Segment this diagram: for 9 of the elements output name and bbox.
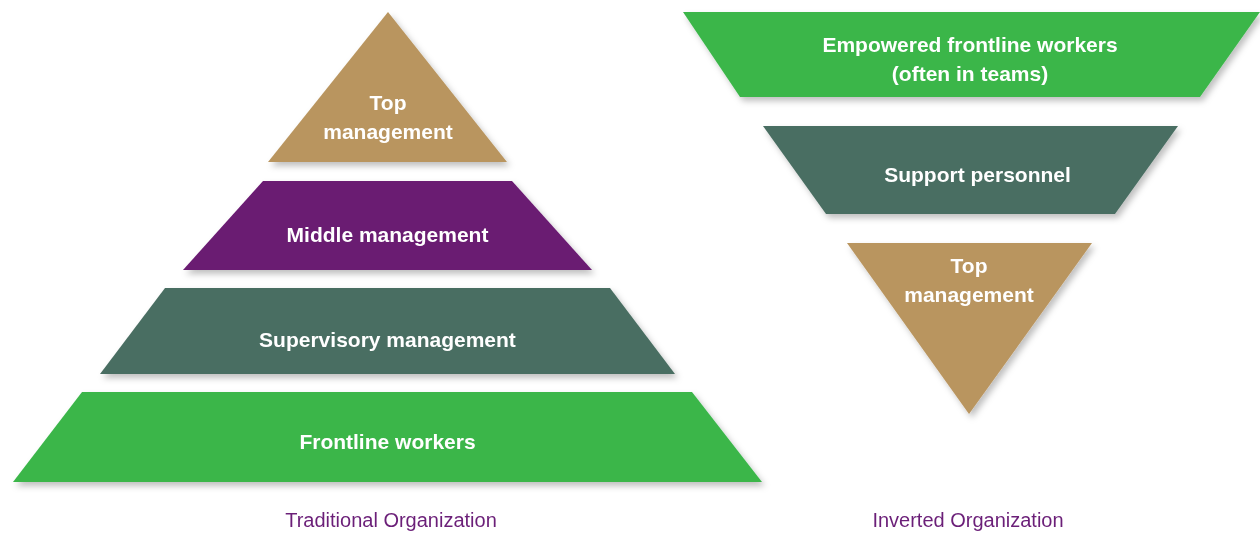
- level-label: Middle management: [285, 222, 490, 248]
- level-label: Support personnel: [883, 162, 1072, 188]
- level-label: Top management: [322, 90, 454, 145]
- level-label: Frontline workers: [298, 429, 477, 455]
- level-label: Empowered frontline workers (often in teams): [821, 32, 1119, 87]
- level-label: Supervisory management: [258, 327, 517, 353]
- diagram-caption: Inverted Organization: [872, 509, 1064, 532]
- level-label: Top management: [903, 253, 1035, 308]
- diagram-caption: Traditional Organization: [285, 509, 497, 532]
